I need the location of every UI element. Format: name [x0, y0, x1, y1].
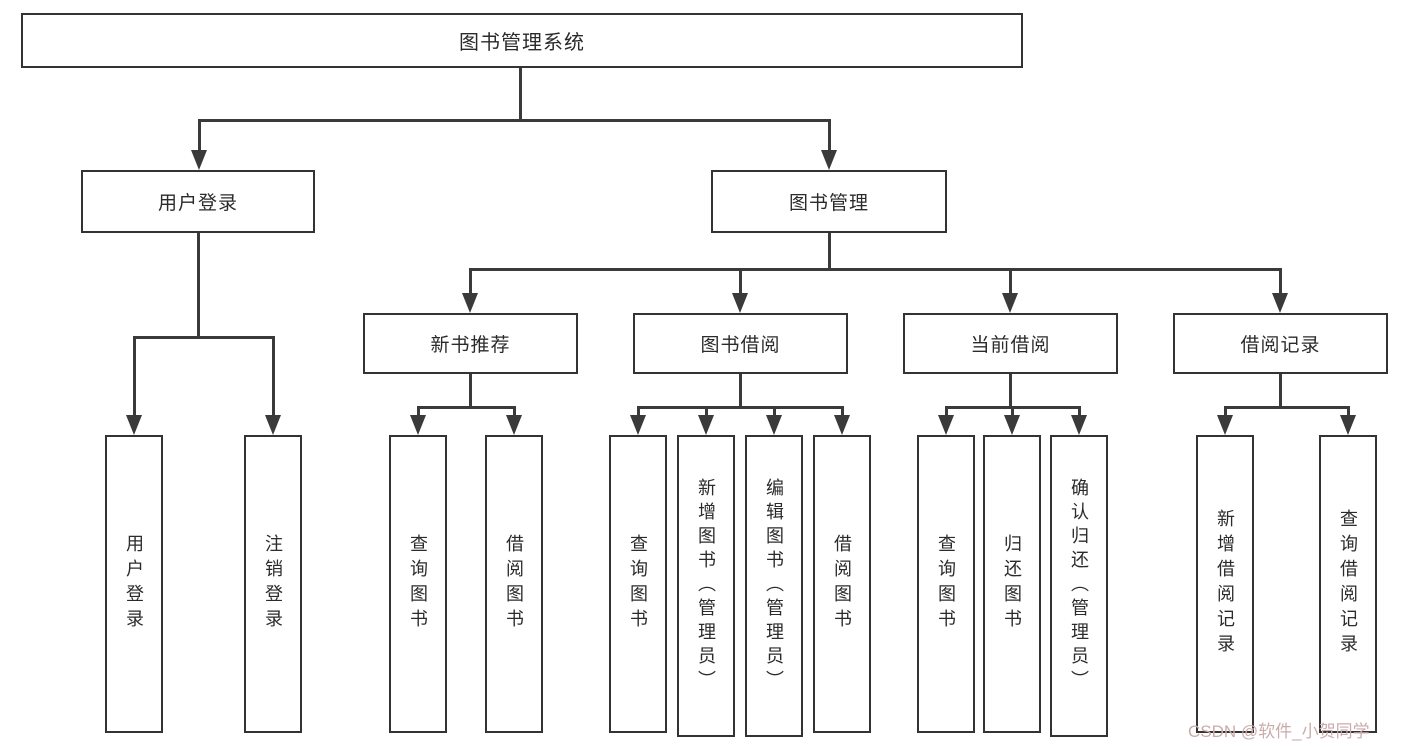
node-borrow-record: 借阅记录 — [1173, 313, 1388, 374]
connector-line — [469, 268, 1282, 271]
connector-line — [637, 406, 640, 417]
connector-line — [198, 119, 831, 122]
node-book-management: 图书管理 — [711, 170, 947, 233]
leaf-current-confirm-return-admin: 确认归还（管理员） — [1050, 435, 1108, 737]
arrowhead-down-icon — [698, 415, 714, 435]
arrowhead-down-icon — [1340, 415, 1356, 435]
node-book-borrow: 图书借阅 — [633, 313, 848, 374]
leaf-current-query-books: 查询图书 — [917, 435, 975, 733]
arrowhead-down-icon — [506, 415, 522, 435]
connector-line — [828, 233, 831, 270]
connector-line — [417, 406, 420, 417]
arrowhead-down-icon — [126, 415, 142, 435]
connector-line — [773, 406, 776, 417]
connector-line — [637, 406, 843, 409]
arrowhead-down-icon — [1002, 293, 1018, 313]
leaf-borrow-edit-books-admin: 编辑图书（管理员） — [745, 435, 803, 737]
arrowhead-down-icon — [630, 415, 646, 435]
arrowhead-down-icon — [732, 293, 748, 313]
connector-line — [133, 336, 136, 416]
leaf-recommend-borrow-books: 借阅图书 — [485, 435, 543, 733]
connector-line — [1279, 268, 1282, 294]
arrowhead-down-icon — [938, 415, 954, 435]
arrowhead-down-icon — [410, 415, 426, 435]
leaf-borrow-query-books: 查询图书 — [609, 435, 667, 733]
connector-line — [841, 406, 844, 417]
connector-line — [1078, 406, 1081, 417]
arrowhead-down-icon — [265, 415, 281, 435]
node-root: 图书管理系统 — [21, 13, 1023, 68]
connector-line — [705, 406, 708, 417]
leaf-record-add-borrow-record: 新增借阅记录 — [1196, 435, 1254, 733]
leaf-user-login: 用户登录 — [105, 435, 163, 733]
connector-line — [417, 406, 516, 409]
connector-line — [198, 119, 201, 151]
connector-line — [469, 374, 472, 408]
arrowhead-down-icon — [1217, 415, 1233, 435]
connector-line — [1009, 268, 1012, 294]
arrowhead-down-icon — [1071, 415, 1087, 435]
connector-line — [739, 268, 742, 294]
node-current-borrow: 当前借阅 — [903, 313, 1118, 374]
node-new-book-recommend: 新书推荐 — [363, 313, 578, 374]
csdn-watermark: CSDN @软件_小贺同学 — [1188, 722, 1370, 741]
leaf-logout-login: 注销登录 — [244, 435, 302, 733]
connector-line — [1009, 374, 1012, 408]
connector-line — [519, 68, 522, 120]
arrowhead-down-icon — [1004, 415, 1020, 435]
connector-line — [133, 336, 274, 339]
connector-line — [197, 233, 200, 338]
leaf-borrow-borrow-books: 借阅图书 — [813, 435, 871, 733]
arrowhead-down-icon — [462, 293, 478, 313]
connector-line — [828, 119, 831, 151]
leaf-borrow-add-books-admin: 新增图书（管理员） — [677, 435, 735, 737]
connector-line — [513, 406, 516, 417]
connector-line — [945, 406, 948, 417]
connector-line — [739, 374, 742, 408]
connector-line — [1224, 406, 1349, 409]
arrowhead-down-icon — [766, 415, 782, 435]
connector-line — [1011, 406, 1014, 417]
connector-line — [1279, 374, 1282, 408]
node-user-login: 用户登录 — [81, 170, 315, 233]
leaf-record-query-borrow-record: 查询借阅记录 — [1319, 435, 1377, 733]
connector-line — [272, 336, 275, 416]
leaf-recommend-query-books: 查询图书 — [389, 435, 447, 733]
connector-line — [1224, 406, 1227, 417]
leaf-current-return-books: 归还图书 — [983, 435, 1041, 733]
arrowhead-down-icon — [1272, 293, 1288, 313]
arrowhead-down-icon — [834, 415, 850, 435]
arrowhead-down-icon — [821, 150, 837, 170]
arrowhead-down-icon — [191, 150, 207, 170]
connector-line — [1347, 406, 1350, 417]
connector-line — [469, 268, 472, 294]
